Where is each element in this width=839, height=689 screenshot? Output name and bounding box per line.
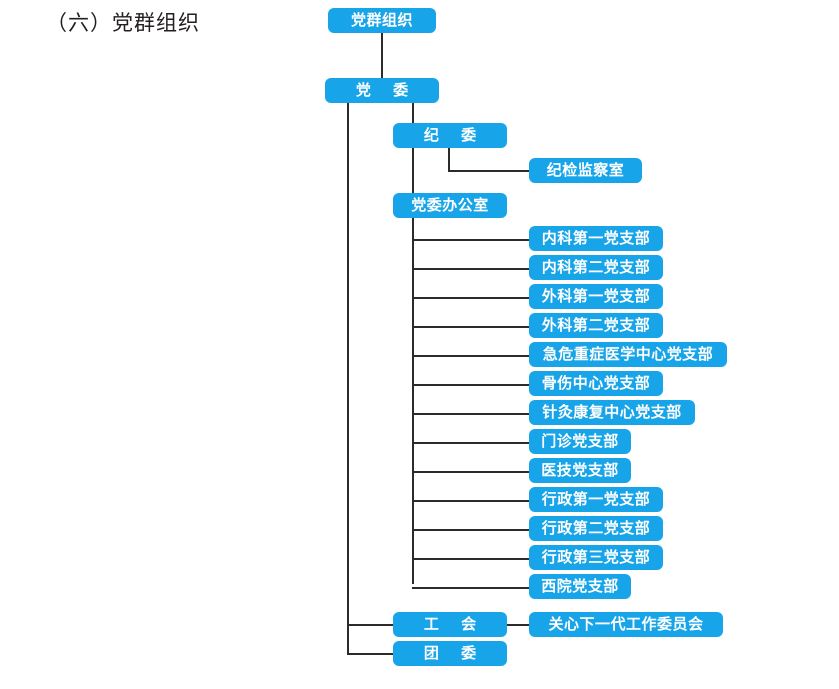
connector-party-office-to-branch bbox=[412, 557, 529, 560]
connector-party-office-to-branch bbox=[412, 354, 529, 357]
node-party-branch[interactable]: 外科第一党支部 bbox=[529, 284, 663, 309]
connector-party-committee-right-spine bbox=[412, 103, 414, 193]
node-party-committee[interactable]: 党 委 bbox=[325, 78, 439, 103]
node-party-mass-organizations[interactable]: 党群组织 bbox=[328, 8, 436, 33]
connector-discipline-drop bbox=[448, 148, 450, 172]
node-youth-league[interactable]: 团 委 bbox=[393, 641, 507, 666]
connector-party-office-to-branch bbox=[412, 470, 529, 473]
node-party-branch[interactable]: 行政第一党支部 bbox=[529, 487, 663, 512]
connector-party-office-to-branch bbox=[412, 586, 529, 589]
node-party-branch[interactable]: 行政第三党支部 bbox=[529, 545, 663, 570]
node-discipline-inspection-office[interactable]: 纪检监察室 bbox=[529, 158, 642, 183]
connector-party-office-trunk bbox=[412, 218, 414, 584]
connector-root-to-party-committee bbox=[381, 33, 383, 78]
connector-party-office-to-branch bbox=[412, 325, 529, 328]
node-next-generation-work-committee[interactable]: 关心下一代工作委员会 bbox=[529, 612, 723, 637]
node-party-branch[interactable]: 内科第一党支部 bbox=[529, 226, 663, 251]
connector-party-office-to-branch bbox=[412, 499, 529, 502]
connector-party-office-to-branch bbox=[412, 383, 529, 386]
node-party-branch[interactable]: 急危重症医学中心党支部 bbox=[529, 342, 727, 367]
node-party-branch[interactable]: 门诊党支部 bbox=[529, 429, 631, 454]
node-party-branch[interactable]: 医技党支部 bbox=[529, 458, 631, 483]
node-party-branch[interactable]: 内科第二党支部 bbox=[529, 255, 663, 280]
node-party-branch[interactable]: 骨伤中心党支部 bbox=[529, 371, 663, 396]
node-party-branch[interactable]: 针灸康复中心党支部 bbox=[529, 400, 695, 425]
connector-discipline-to-office bbox=[448, 170, 530, 172]
node-discipline-committee[interactable]: 纪 委 bbox=[393, 123, 507, 148]
connector-party-committee-left-spine bbox=[347, 103, 349, 654]
connector-labor-union-to-next-gen bbox=[507, 624, 530, 626]
node-party-branch[interactable]: 外科第二党支部 bbox=[529, 313, 663, 338]
connector-party-office-to-branch bbox=[412, 296, 529, 299]
connector-party-office-to-branch bbox=[412, 528, 529, 531]
node-labor-union[interactable]: 工 会 bbox=[393, 612, 507, 637]
connector-spine-to-labor-union bbox=[347, 624, 395, 626]
connector-party-office-to-branch bbox=[412, 441, 529, 444]
page-title: （六）党群组织 bbox=[46, 11, 200, 35]
node-party-committee-office[interactable]: 党委办公室 bbox=[393, 193, 507, 218]
connector-party-office-to-branch bbox=[412, 267, 529, 270]
connector-party-office-to-branch bbox=[412, 238, 529, 241]
connector-spine-to-youth-league bbox=[347, 653, 395, 655]
connector-party-office-to-branch bbox=[412, 412, 529, 415]
node-party-branch[interactable]: 行政第二党支部 bbox=[529, 516, 663, 541]
node-party-branch[interactable]: 西院党支部 bbox=[529, 574, 631, 599]
